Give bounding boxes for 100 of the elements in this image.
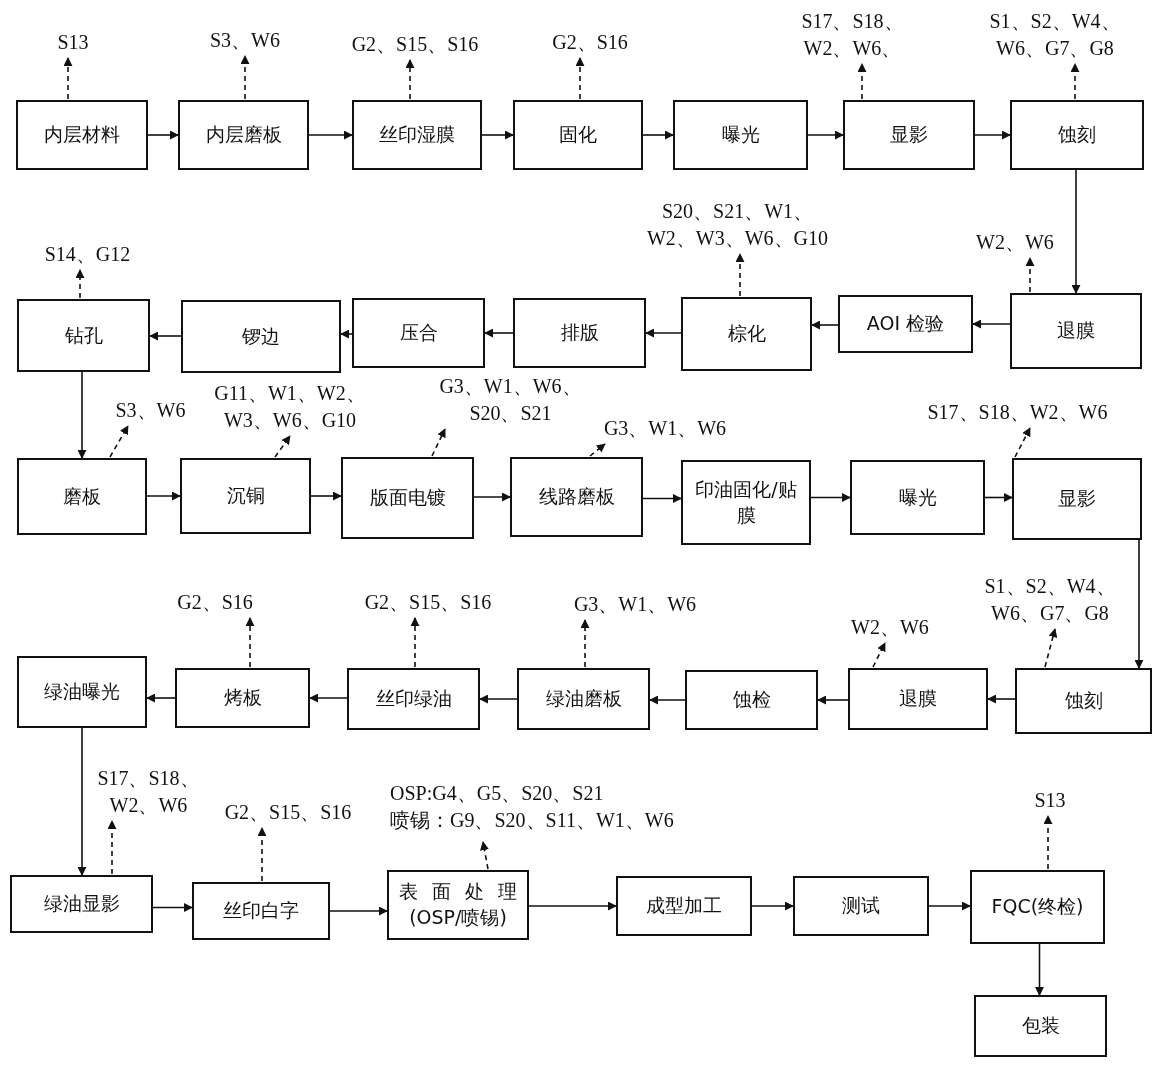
arrow xyxy=(146,491,181,501)
process-label: 测试 xyxy=(842,893,880,919)
process-box xyxy=(517,668,650,730)
process-box xyxy=(843,100,975,170)
process-label: 绿油磨板 xyxy=(545,686,622,712)
emission-label: S20、S21、W1、W2、W3、W6、G10 xyxy=(645,199,830,251)
dashed-arrow xyxy=(240,55,250,100)
dashed-arrow xyxy=(1014,427,1031,458)
arrow xyxy=(751,901,794,911)
arrow xyxy=(528,901,617,911)
dashed-arrow xyxy=(245,617,255,668)
emission-label: OSP:G4、G5、S20、S21 xyxy=(390,781,605,806)
arrow xyxy=(152,903,193,912)
process-box xyxy=(1010,100,1144,170)
process-box xyxy=(510,457,643,537)
process-box xyxy=(513,100,643,170)
arrow xyxy=(1134,539,1144,669)
arrow xyxy=(817,695,849,705)
arrow xyxy=(810,493,851,502)
process-label: 排版 xyxy=(560,320,599,346)
process-box xyxy=(1015,668,1152,734)
emission-label: S17、S18、W2、W6 xyxy=(926,400,1109,425)
emission-label: G11、W1、W2、W3、W6、G10 xyxy=(213,381,367,433)
process-label: 退膜 xyxy=(1057,318,1095,344)
process-label: 表 面 处 理 xyxy=(398,879,518,905)
process-label: 蚀检 xyxy=(732,687,771,713)
process-label: 钻孔 xyxy=(64,322,103,348)
dashed-arrow xyxy=(107,820,117,875)
process-label: 烤板 xyxy=(223,685,262,711)
process-box xyxy=(352,298,485,368)
emission-label: G3、W1、W6、S20、S21 xyxy=(438,374,583,426)
dashed-arrow xyxy=(857,63,867,100)
process-label: 丝印绿油 xyxy=(375,686,452,712)
process-box xyxy=(1012,458,1142,540)
process-box xyxy=(181,300,341,373)
dashed-arrow xyxy=(1044,628,1058,668)
dashed-arrow xyxy=(431,428,446,457)
arrow xyxy=(77,727,87,876)
process-label: 印油固化/贴膜 xyxy=(694,476,798,528)
process-label: 曝光 xyxy=(721,122,760,148)
arrow xyxy=(984,493,1013,502)
process-box xyxy=(347,668,480,730)
process-box xyxy=(850,460,985,535)
process-box xyxy=(10,875,153,933)
emission-label: S1、S2、W4、W6、G7、G8 xyxy=(983,574,1117,626)
process-box xyxy=(681,297,812,371)
process-label: 绿油曝光 xyxy=(44,679,120,705)
emission-label: S13 xyxy=(56,30,90,55)
process-label: 线路磨板 xyxy=(538,484,615,510)
process-box xyxy=(616,876,752,936)
process-box xyxy=(17,656,147,728)
dashed-arrow xyxy=(735,253,745,297)
arrow xyxy=(928,901,971,911)
arrow xyxy=(1035,943,1044,996)
process-label: 棕化 xyxy=(727,321,766,347)
emission-label: W2、W6 xyxy=(975,230,1055,255)
arrow xyxy=(481,130,514,140)
arrow xyxy=(77,371,87,459)
dashed-arrow xyxy=(589,443,606,457)
process-box xyxy=(513,298,646,368)
dashed-arrow xyxy=(1043,815,1053,870)
emission-label: S14、G12 xyxy=(43,242,132,267)
process-label: 沉铜 xyxy=(226,483,265,509)
process-box xyxy=(974,995,1107,1057)
process-box xyxy=(838,295,973,353)
dashed-arrow xyxy=(1025,257,1035,293)
process-label: 内层材料 xyxy=(44,122,120,148)
process-label: FQC(终检) xyxy=(991,894,1084,920)
emission-label: S3、W6 xyxy=(114,398,187,423)
dashed-arrow xyxy=(575,57,585,100)
process-box xyxy=(848,668,988,730)
dashed-arrow xyxy=(405,59,415,100)
process-box xyxy=(970,870,1105,944)
process-label: 压合 xyxy=(399,320,438,346)
process-box xyxy=(387,870,529,940)
arrow xyxy=(645,328,682,338)
arrow xyxy=(310,491,342,501)
process-label: 蚀刻 xyxy=(1058,122,1096,148)
process-box xyxy=(685,670,818,730)
process-box xyxy=(1010,293,1142,369)
emission-label: W2、W6 xyxy=(850,615,930,640)
process-box xyxy=(17,458,147,535)
arrow xyxy=(149,331,182,341)
arrow xyxy=(479,694,518,704)
process-label: 显影 xyxy=(1058,486,1096,512)
dashed-arrow xyxy=(410,617,420,668)
process-label: 丝印白字 xyxy=(223,898,299,924)
process-box xyxy=(673,100,808,170)
dashed-arrow xyxy=(109,425,129,458)
process-label: 版面电镀 xyxy=(369,485,446,511)
process-label: 曝光 xyxy=(898,484,937,510)
arrow xyxy=(329,906,388,916)
process-label: 锣边 xyxy=(242,323,280,349)
arrow xyxy=(340,329,353,339)
arrow xyxy=(308,130,353,140)
emission-label: G2、S15、S16 xyxy=(350,32,480,57)
arrow xyxy=(473,492,511,502)
process-label: 绿油显影 xyxy=(43,891,120,917)
process-label: 丝印湿膜 xyxy=(379,122,455,148)
emission-label: S17、S18、W2、W6、 xyxy=(800,9,905,61)
